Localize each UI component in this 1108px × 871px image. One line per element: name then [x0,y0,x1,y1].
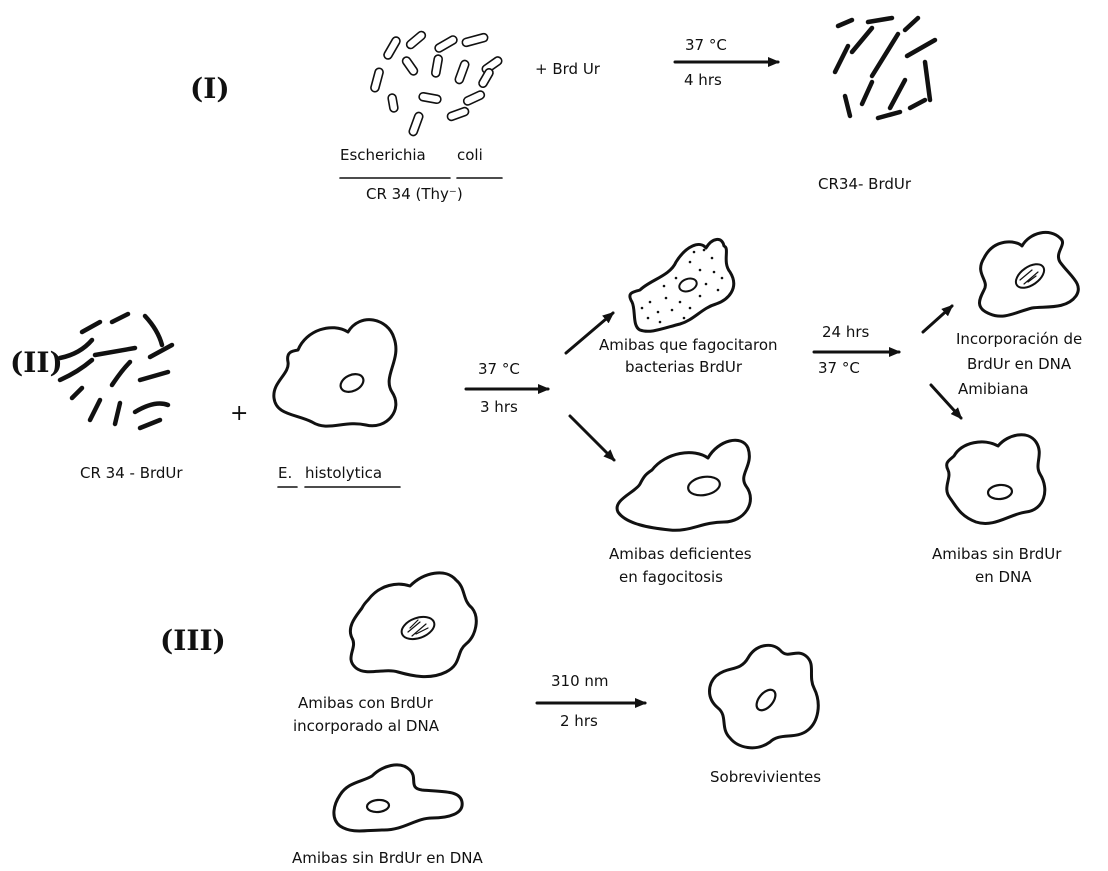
incorporated-label-line2: BrdUr en DNA [967,355,1072,373]
ehistolytica-amoeba-icon [274,320,396,426]
non-brdur-amoeba-label: Amibas sin BrdUr en DNA [292,849,483,867]
brdur-labeled-ecoli-icon [835,18,935,118]
step-i-temperature: 37 °C [685,36,727,54]
section-ii-numeral: (II) [10,346,63,379]
deficient-amoeba-icon [617,440,750,530]
ehistolytica-label-genus: E. [278,464,292,482]
incorporated-label-line1: Incorporación de [956,330,1082,348]
uv-wavelength: 310 nm [551,672,609,690]
incorporated-brdur-amoeba-icon [980,232,1079,316]
to-without-brdur-arrow [931,385,961,418]
ehistolytica-label-species: histolytica [305,464,382,482]
phagocytic-amoeba-icon [630,239,734,331]
brdur-bacteria-cluster-icon [60,314,172,428]
ecoli-cluster-icon [370,30,503,137]
without-brdur-amoeba-icon [947,435,1045,524]
phagocytic-label-line2: bacterias BrdUr [625,358,743,376]
ecoli-species-label: coli [457,146,483,164]
without-brdur-label-line1: Amibas sin BrdUr [932,545,1062,563]
phagocytic-label-line1: Amibas que fagocitaron [599,336,778,354]
without-brdur-label-line2: en DNA [975,568,1032,586]
survivors-label: Sobrevivientes [710,768,821,786]
brdur-bacteria-label: CR 34 - BrdUr [80,464,183,482]
incorporated-label-line3: Amibiana [958,380,1029,398]
brdur-reagent-label: + Brd Ur [535,60,601,78]
step-ii-duration: 3 hrs [480,398,518,416]
section-iii-numeral: (III) [160,624,226,657]
section-i-numeral: (I) [190,72,230,105]
incubation-duration: 24 hrs [822,323,870,341]
with-brdur-label-line1: Amibas con BrdUr [298,694,434,712]
step-ii-temperature: 37 °C [478,360,520,378]
survivor-amoeba-icon [710,645,819,747]
step-i-duration: 4 hrs [684,71,722,89]
uv-duration: 2 hrs [560,712,598,730]
with-brdur-label-line2: incorporado al DNA [293,717,440,735]
plus-sign: + [230,401,248,426]
ecoli-strain-label: CR 34 (Thy⁻) [366,185,463,203]
ecoli-genus-label: Escherichia [340,146,426,164]
deficient-label-line1: Amibas deficientes [609,545,752,563]
non-brdur-amoeba-iii-icon [334,765,462,831]
deficient-label-line2: en fagocitosis [619,568,723,586]
incubation-temperature: 37 °C [818,359,860,377]
to-deficient-arrow [570,416,614,460]
brdur-containing-amoeba-icon [350,573,476,677]
labeled-ecoli-label: CR34- BrdUr [818,175,912,193]
to-incorporated-arrow [923,306,952,332]
